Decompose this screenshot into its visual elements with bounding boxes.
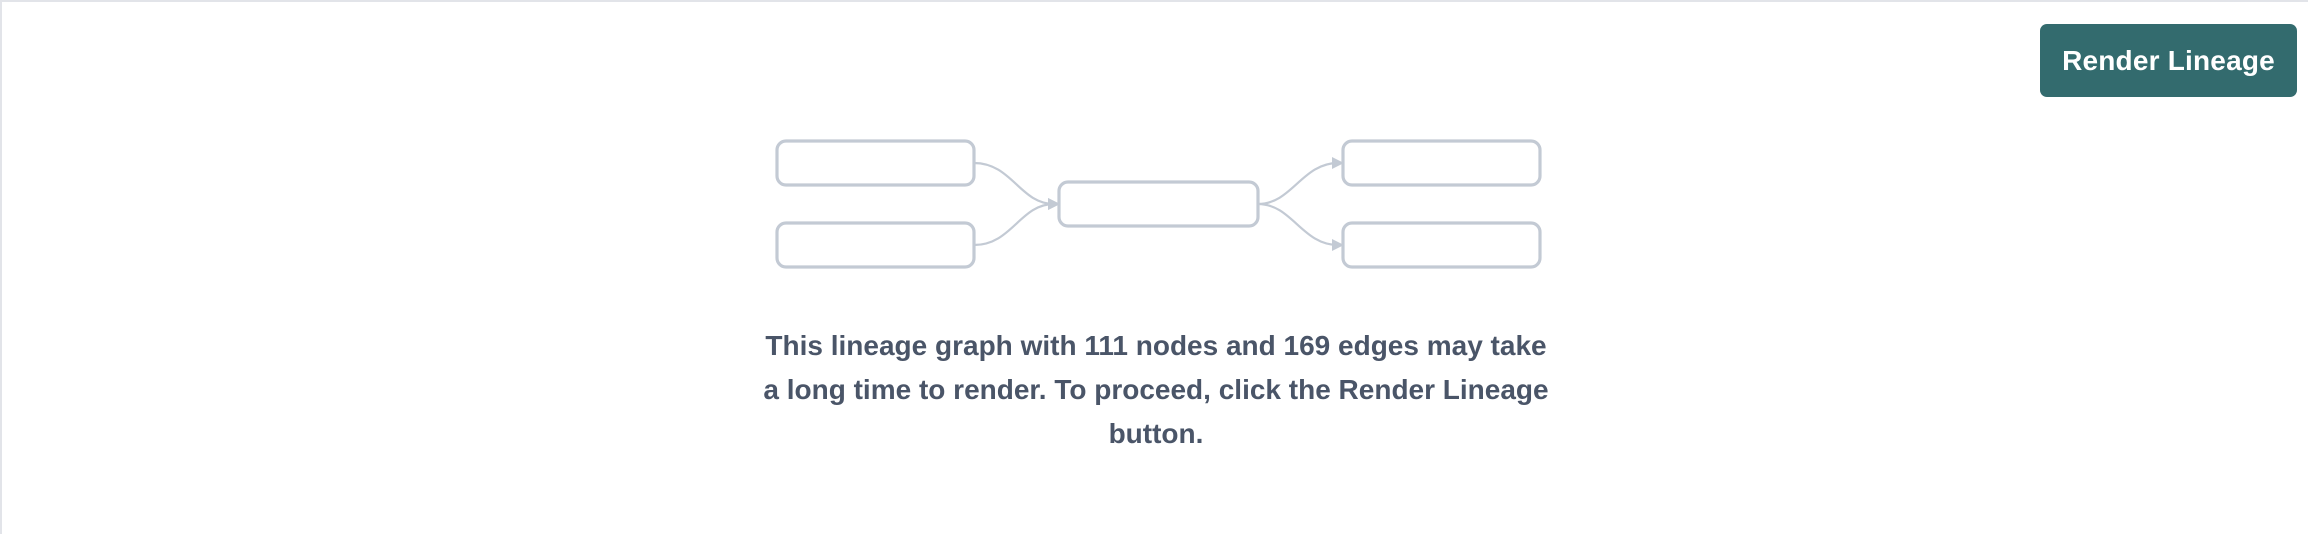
edge-center-to-target-a-arrowhead <box>1332 157 1344 169</box>
lineage-node-source-a <box>775 139 976 187</box>
edge-source-a-to-center <box>973 161 1055 206</box>
render-lineage-button-label: Render Lineage <box>2062 44 2275 76</box>
lineage-warning-message: This lineage graph with 111 nodes and 16… <box>2 324 2308 456</box>
lineage-graph-illustration <box>2 122 2308 292</box>
lineage-node-center <box>1057 180 1260 228</box>
lineage-node-target-a <box>1341 139 1542 187</box>
edge-source-b-to-center-arrowhead <box>1048 198 1060 210</box>
lineage-node-target-b <box>1341 221 1542 269</box>
edge-center-to-target-b <box>1257 202 1339 247</box>
edge-center-to-target-a <box>1257 161 1339 206</box>
edge-center-to-target-b-arrowhead <box>1332 239 1344 251</box>
edge-source-b-to-center <box>973 202 1055 247</box>
lineage-warning-message-text: This lineage graph with 111 nodes and 16… <box>763 330 1549 449</box>
render-lineage-button[interactable]: Render Lineage <box>2040 24 2297 97</box>
lineage-graph-svg <box>775 139 1542 269</box>
lineage-node-source-b <box>775 221 976 269</box>
